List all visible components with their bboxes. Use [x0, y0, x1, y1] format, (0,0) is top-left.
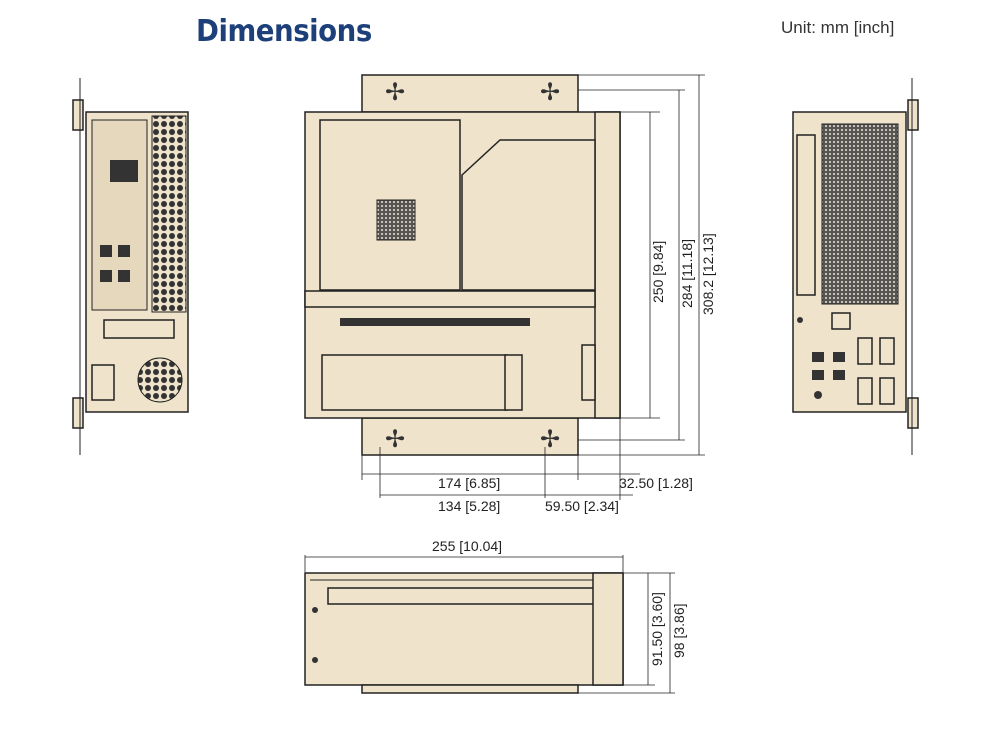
page-title: Dimensions [196, 14, 372, 49]
svg-text:✢: ✢ [540, 79, 560, 106]
top-view-dimension-lines [361, 74, 705, 500]
dim-250: 250 [9.84] [650, 241, 666, 303]
dim-134: 134 [5.28] [438, 498, 500, 514]
svg-text:✢: ✢ [385, 426, 405, 453]
front-view [792, 78, 919, 455]
dim-98: 98 [3.86] [671, 604, 687, 659]
side-view [304, 572, 624, 694]
dim-308: 308.2 [12.13] [700, 233, 716, 315]
unit-label: Unit: mm [inch] [781, 18, 895, 37]
dim-59: 59.50 [2.34] [545, 498, 619, 514]
dim-91: 91.50 [3.60] [649, 592, 665, 666]
dim-174: 174 [6.85] [438, 475, 500, 491]
rear-view [72, 78, 189, 455]
dim-32: 32.50 [1.28] [619, 475, 693, 491]
dim-284: 284 [11.18] [679, 239, 695, 308]
svg-text:✢: ✢ [385, 79, 405, 106]
svg-text:✢: ✢ [540, 426, 560, 453]
side-view-dimension-lines [304, 555, 675, 694]
top-view: ✢ ✢ ✢ ✢ [304, 74, 621, 456]
dim-255: 255 [10.04] [432, 538, 502, 554]
